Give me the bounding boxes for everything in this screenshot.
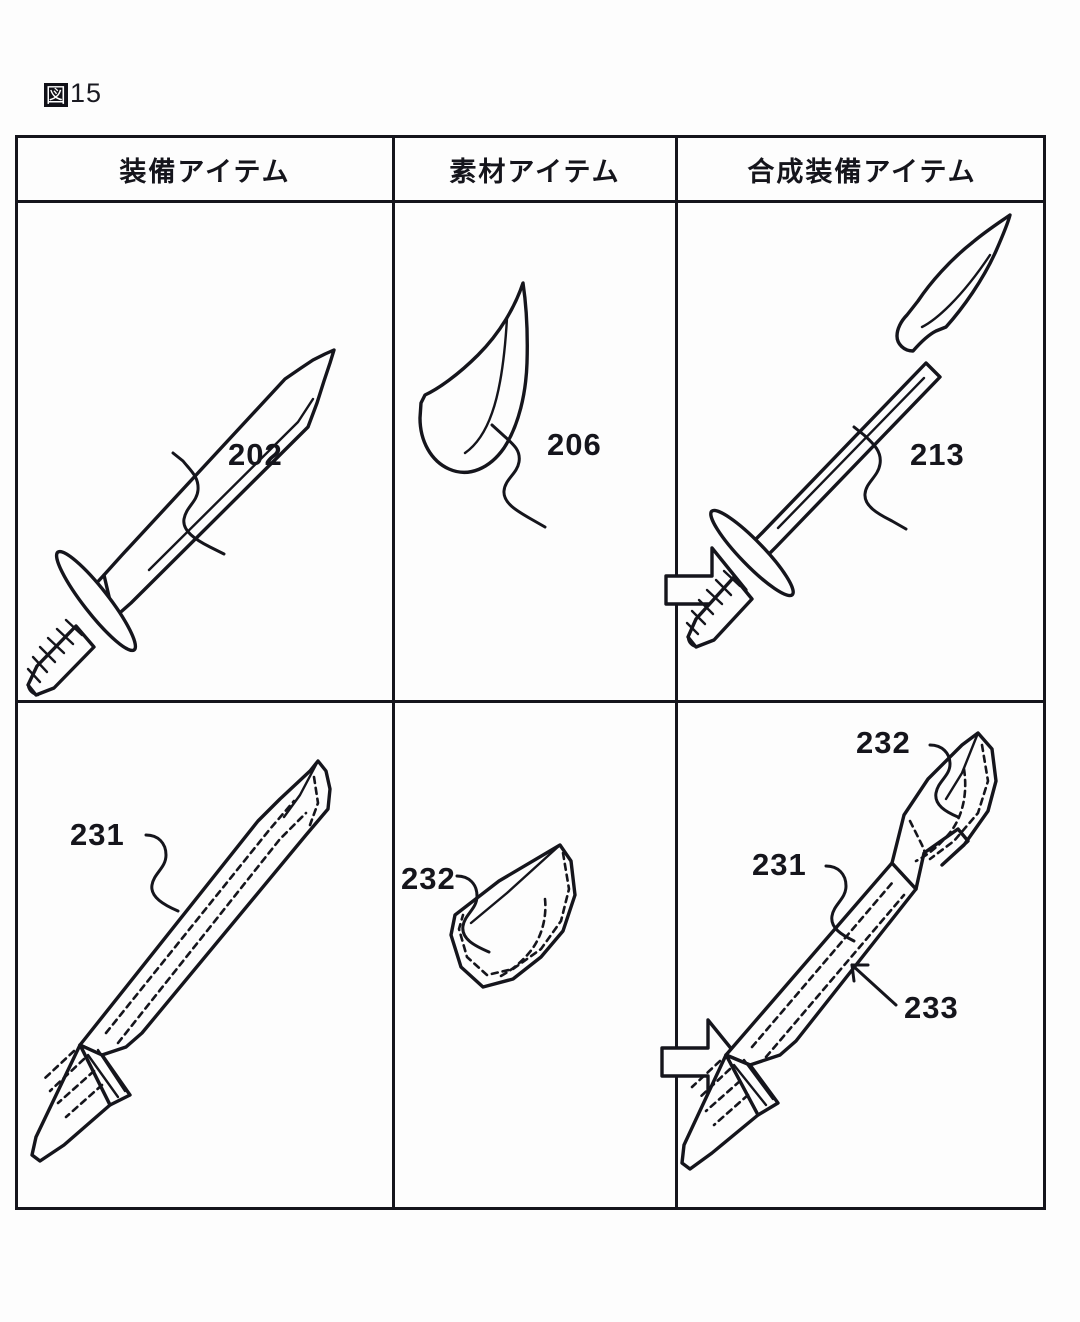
header-divider [18,200,1043,203]
reference-numeral-213: 213 [910,437,965,472]
reference-numeral-231-composite: 231 [752,847,807,882]
cell-row1-equipment: 202 [18,203,392,700]
column-header-equipment-item: 装備アイテム [119,156,291,188]
drawing-composite-faceted-sword: 232 231 233 [680,725,998,1171]
row-divider [18,700,1043,703]
cell-row1-material: 206 [395,203,675,700]
comparison-table: 装備アイテム 素材アイテム 合成装備アイテム [15,135,1046,1210]
cell-row2-equipment: 231 [18,703,392,1210]
reference-numeral-231: 231 [70,817,125,852]
column-header-material-item: 素材アイテム [449,156,621,188]
reference-numeral-232-composite: 232 [856,725,911,760]
reference-numeral-202: 202 [228,437,283,472]
reference-numeral-206: 206 [547,427,602,462]
drawing-straight-sword-202: 202 [26,348,336,697]
figure-number: 15 [70,78,103,108]
column-divider-2 [675,138,678,1207]
column-divider-1 [392,138,395,1207]
reference-numeral-233: 233 [904,990,959,1025]
drawing-curved-fang-206: 206 [418,281,602,529]
zu-character-icon: 図 [44,82,68,107]
cell-row1-composite: 213 [678,203,1046,700]
reference-numeral-232: 232 [401,861,456,896]
cell-row2-composite: 232 231 233 [678,703,1046,1210]
drawing-faceted-fragment-232: 232 [401,843,577,989]
drawing-composite-sword-213: 213 [685,213,1012,649]
cell-row2-material: 232 [395,703,675,1210]
column-header-composite-equipment-item: 合成装備アイテム [747,156,977,188]
drawing-faceted-sword-231: 231 [30,759,332,1163]
